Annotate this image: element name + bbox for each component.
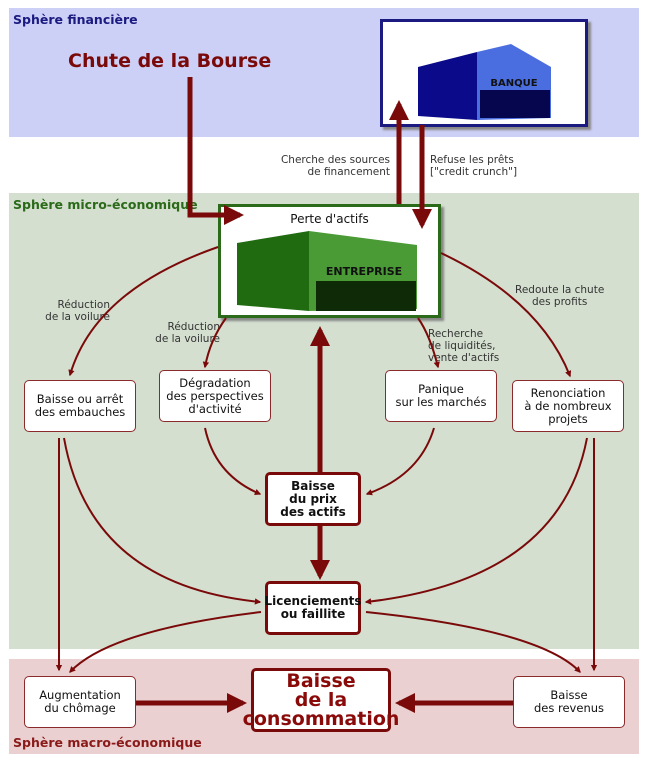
box-market-panic[interactable]: Panique sur les marchés [385, 370, 497, 422]
bank-label: BANQUE [490, 78, 537, 89]
box-layoffs-bankruptcy[interactable]: Licenciements ou faillite [265, 581, 362, 635]
box-unemployment-rise[interactable]: Augmentation du chômage [24, 676, 136, 728]
arrow-outlook-to-price [204, 427, 262, 495]
box-asset-price-drop[interactable]: Baisse du prix des actifs [265, 472, 361, 526]
bank-building-icon: BANQUE [418, 44, 551, 120]
asset-loss-label: Perte d'actifs [290, 212, 369, 226]
financial-sphere-label: Sphère financière [13, 12, 138, 27]
arrow-enterprise-to-panic [417, 317, 440, 369]
arrow-hiring-to-layoffs [63, 437, 262, 605]
arrow-bourse-to-enterprise [187, 77, 244, 225]
stock-crash-title: Chute de la Bourse [68, 50, 272, 72]
macro-sphere-label: Sphère macro-économique [13, 735, 202, 750]
note-seek-financing: Cherche des sources de financement [280, 154, 390, 178]
arrow-layoffs-to-income [365, 611, 581, 673]
note-reduction-2: Réduction de la voilure [155, 321, 220, 345]
arrow-layoffs-to-unemployment [69, 611, 262, 673]
arrow-panic-to-price [365, 427, 435, 496]
arrow-projects-to-layoffs [364, 437, 588, 605]
note-reduction-1: Réduction de la voilure [45, 299, 110, 323]
box-consumption-drop[interactable]: Baisse de la consommation [243, 668, 399, 732]
box-outlook-degradation[interactable]: Dégradation des perspectives d'activité [159, 370, 271, 422]
micro-sphere-label: Sphère micro-économique [13, 197, 198, 212]
arrow-enterprise-to-projects [440, 252, 572, 378]
enterprise-node[interactable]: Perte d'actifs ENTREPRISE [218, 204, 441, 318]
arrow-enterprise-to-outlook [202, 317, 227, 369]
bank-node[interactable]: BANQUE [380, 19, 588, 127]
note-refuse-loans: Refuse les prêts ["credit crunch"] [430, 154, 518, 178]
arrow-enterprise-to-hiring [68, 246, 219, 377]
note-fear-profit-fall: Redoute la chute des profits [515, 284, 605, 308]
enterprise-label: ENTREPRISE [326, 265, 402, 278]
box-income-drop[interactable]: Baisse des revenus [513, 676, 625, 728]
enterprise-building-icon: ENTREPRISE [237, 231, 417, 311]
box-projects-abandoned[interactable]: Renonciation à de nombreux projets [512, 380, 624, 432]
box-hiring-drop[interactable]: Baisse ou arrêt des embauches [24, 380, 136, 432]
